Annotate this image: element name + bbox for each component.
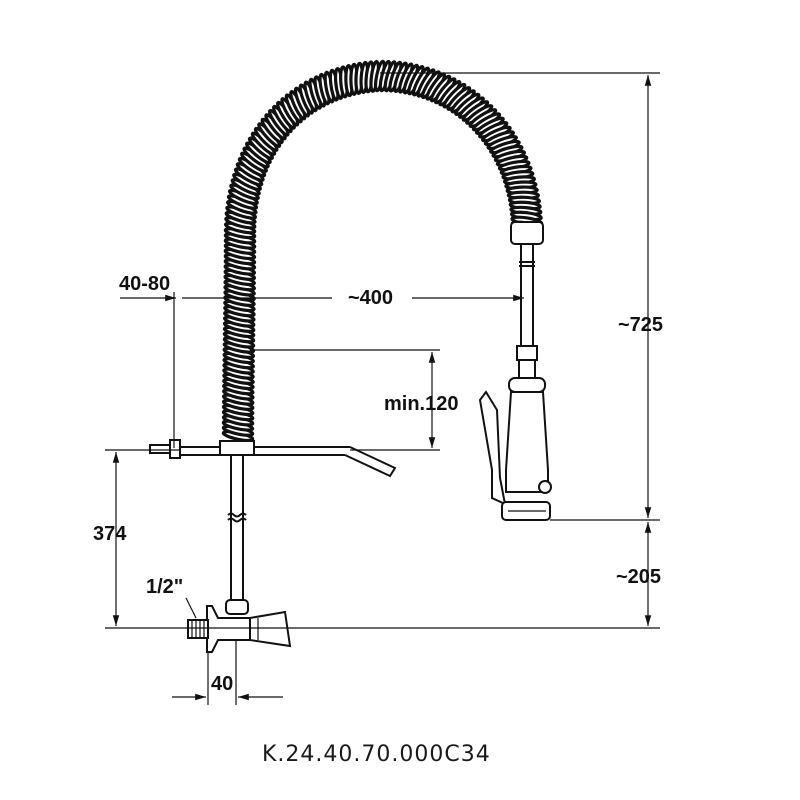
dim-clearance: min.120	[384, 393, 458, 415]
dim-under-deck-height: 374	[93, 523, 127, 545]
supply-pipe	[227, 455, 247, 600]
dim-thread: 1/2"	[146, 576, 183, 598]
dim-deck-range: 40-80	[119, 273, 170, 295]
deck-plate	[149, 439, 397, 478]
dim-valve-width: 40	[211, 673, 233, 695]
spring-hose	[221, 59, 544, 443]
dim-spout-height: ~205	[616, 566, 661, 588]
dimension-lines	[105, 72, 660, 705]
product-code: K.24.40.70.000C34	[262, 742, 491, 767]
angle-valve	[187, 599, 292, 653]
dim-reach: ~400	[348, 287, 393, 309]
dim-total-height: ~725	[618, 314, 663, 336]
spray-head	[478, 221, 552, 521]
